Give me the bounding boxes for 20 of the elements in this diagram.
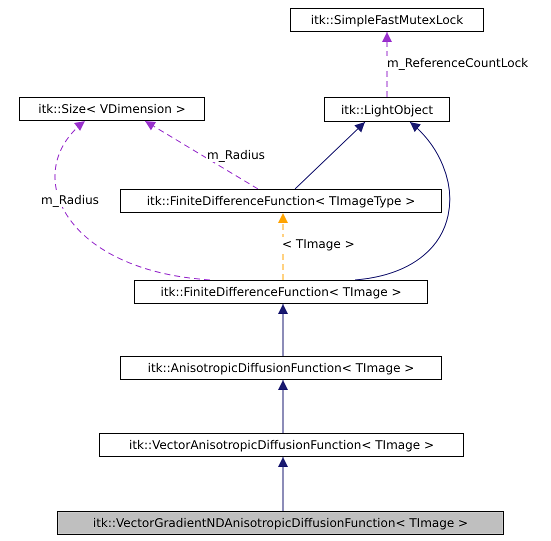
class-box: itk::FiniteDifferenceFunction< TImage > (134, 280, 428, 304)
edge-label: m_Radius (40, 193, 100, 207)
class-box: itk::VectorGradientNDAnisotropicDiffusionFunction< TImage > (57, 511, 504, 535)
class-box: itk::SimpleFastMutexLock (290, 8, 484, 32)
class-box: itk::Size< VDimension > (19, 97, 205, 121)
inheritance-arrow (354, 122, 450, 280)
inheritance-arrow (278, 456, 288, 512)
edge-label: < TImage > (281, 237, 356, 251)
inheritance-arrow (278, 304, 288, 356)
inheritance-arrow (294, 122, 366, 190)
class-box: itk::LightObject (324, 97, 450, 122)
dashed-arrow (54, 120, 210, 280)
dashed-arrow (144, 120, 258, 190)
edge-label: m_ReferenceCountLock (386, 56, 530, 70)
inheritance-arrow (278, 380, 288, 434)
class-box: itk::VectorAnisotropicDiffusionFunction< TImage > (99, 433, 464, 457)
edge-label: m_Radius (206, 148, 266, 162)
dashed-arrow (382, 32, 392, 98)
class-box: itk::FiniteDifferenceFunction< TImageType > (120, 189, 442, 213)
class-box: itk::AnisotropicDiffusionFunction< TImage > (120, 356, 442, 380)
